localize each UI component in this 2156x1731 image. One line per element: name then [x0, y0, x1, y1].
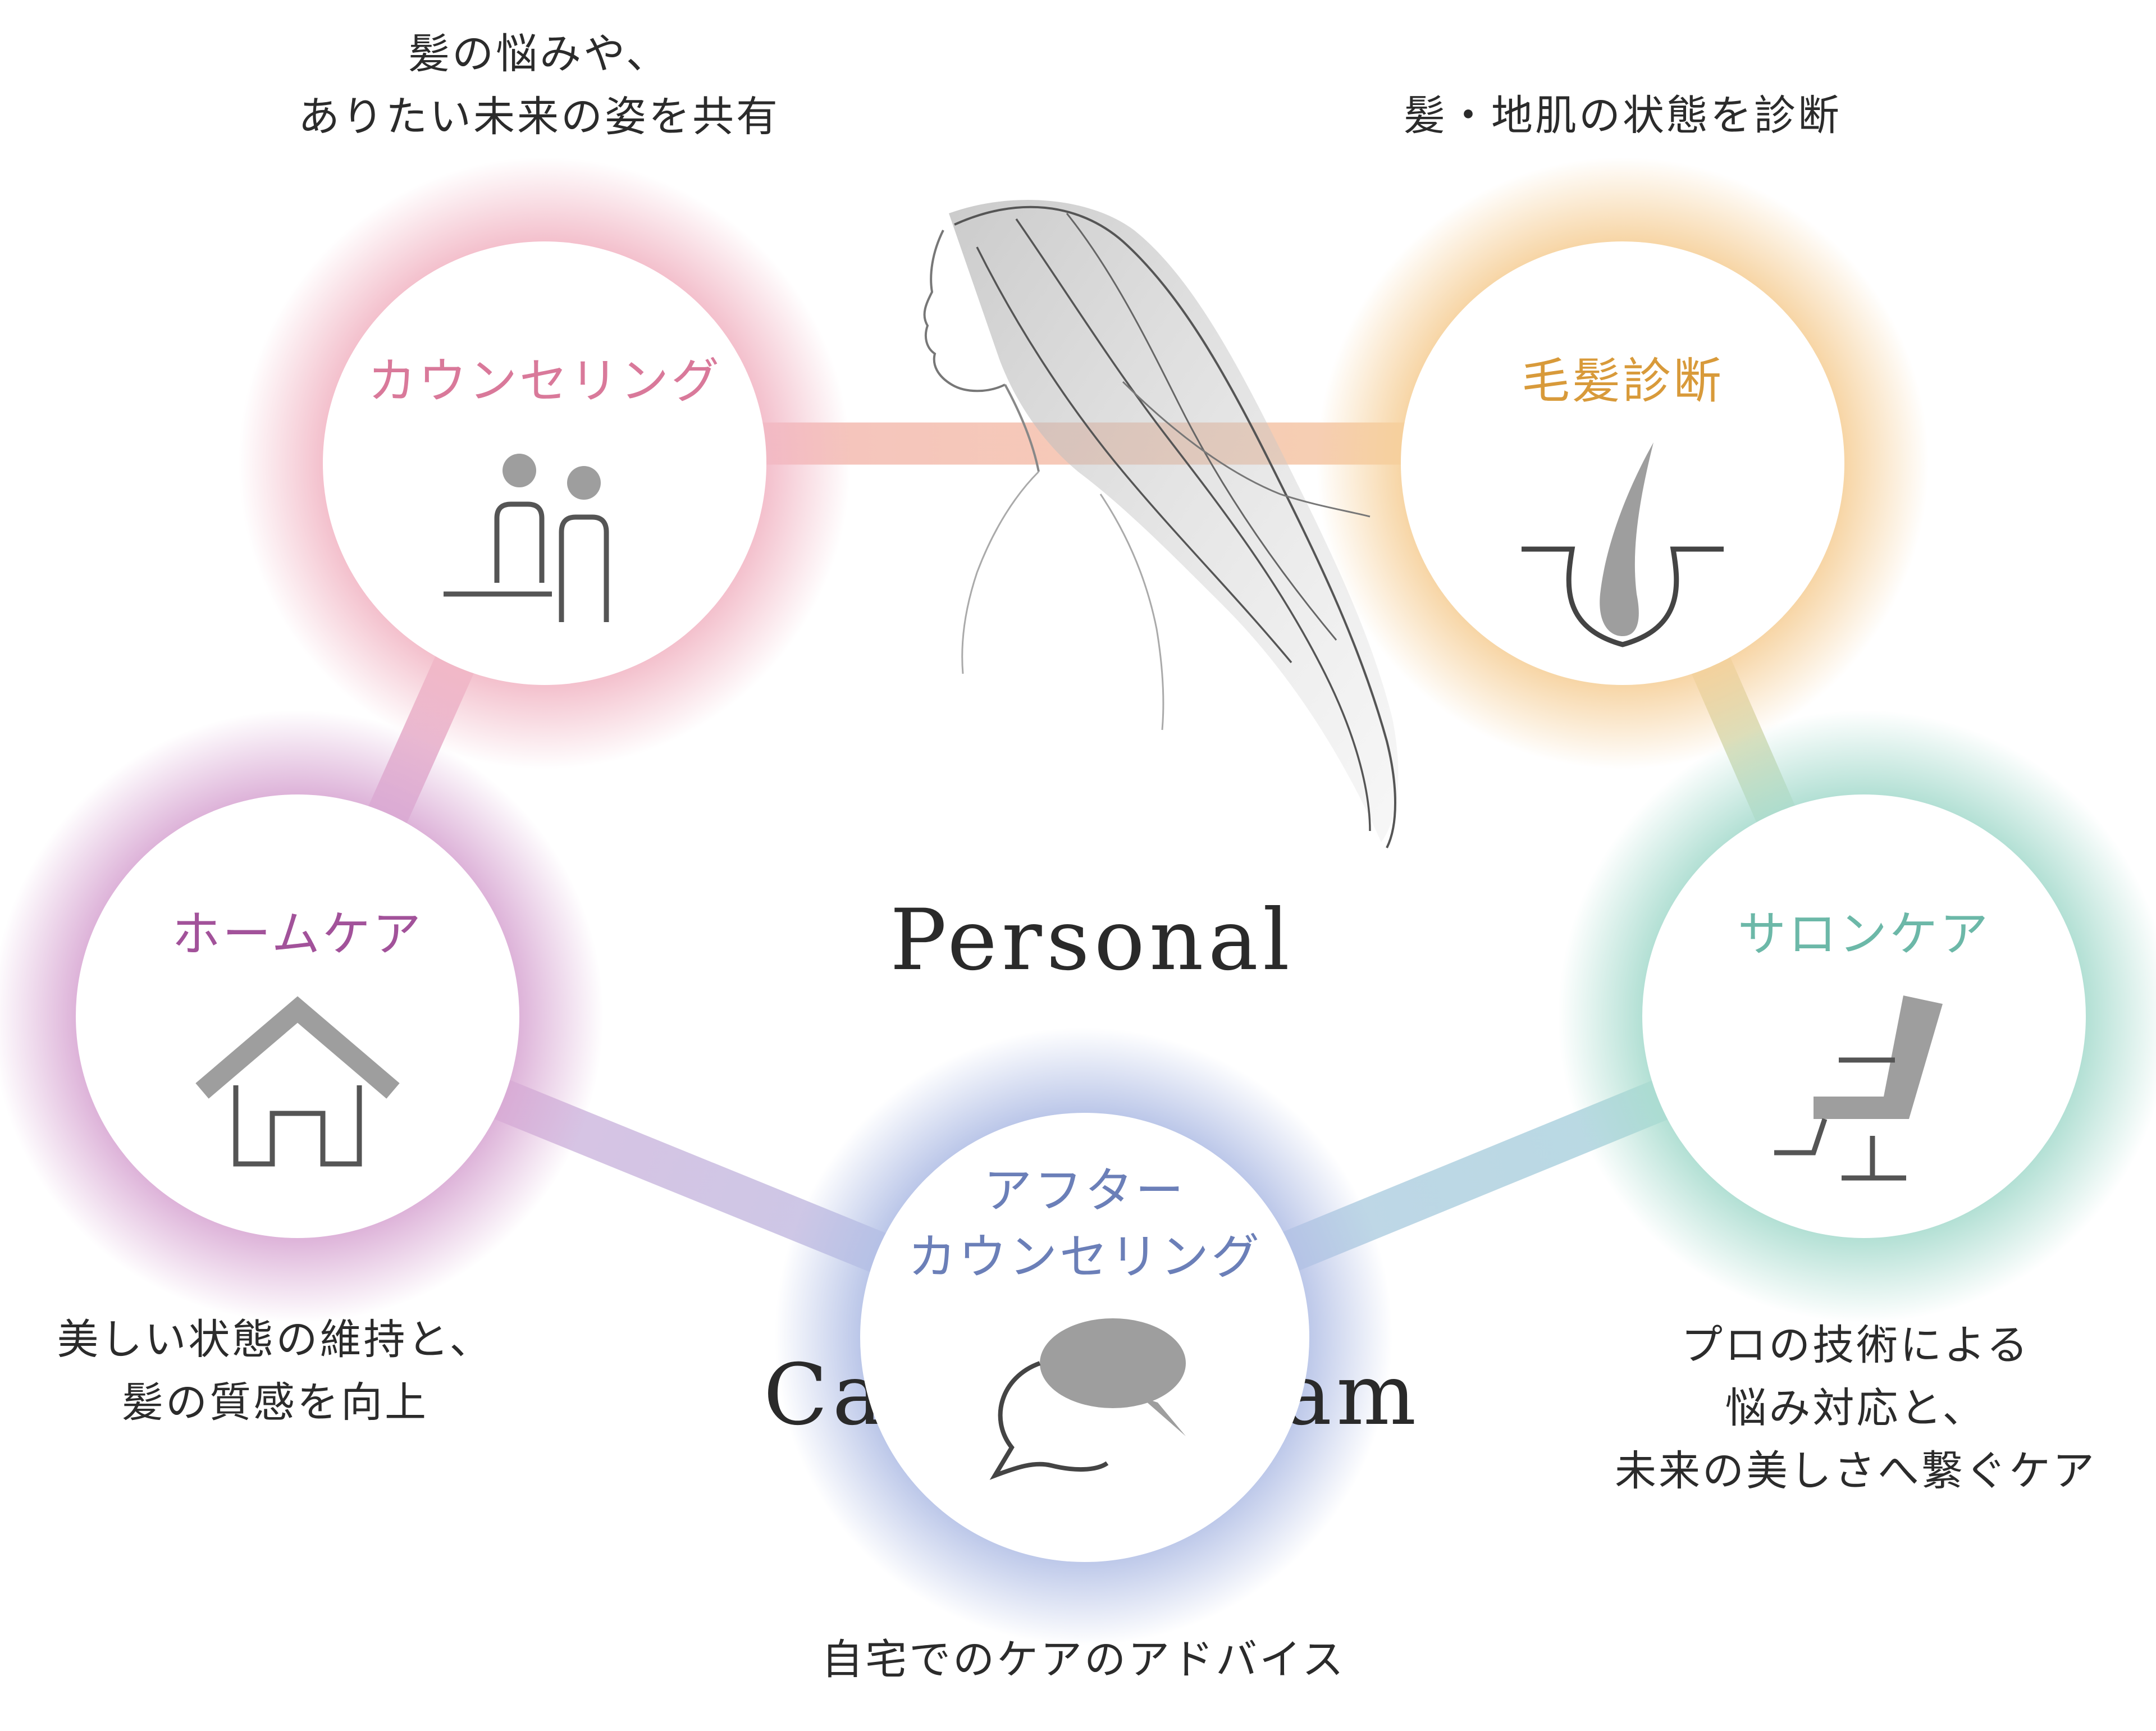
- program-title-line1: Personal: [890, 892, 1294, 989]
- caption-counseling: 髪の悩みや、 ありたい未来の姿を共有: [298, 30, 780, 141]
- node-hair-diagnosis: 毛髪診断: [1401, 241, 1844, 685]
- node-counseling: カウンセリング: [323, 241, 766, 685]
- node-home-care: ホームケア: [76, 794, 519, 1238]
- two-people-counter-icon: [444, 454, 609, 622]
- node-salon-care: サロンケア: [1642, 794, 2086, 1238]
- node-title-counseling: カウンセリング: [368, 353, 721, 409]
- node-title-home-care: ホームケア: [172, 906, 423, 962]
- caption-salon-care: プロの技術による 悩み対応と、 未来の美しさへ繋ぐケア: [1615, 1321, 2096, 1495]
- node-title-salon-care: サロンケア: [1738, 906, 1990, 962]
- chat-bubbles-icon: [989, 1318, 1186, 1480]
- caption-after-counseling: 自宅でのケアのアドバイス: [821, 1636, 1346, 1684]
- salon-chair-icon: [1774, 995, 1943, 1181]
- house-icon: [195, 996, 400, 1167]
- caption-home-care: 美しい状態の維持と、 髪の質感を向上: [57, 1316, 494, 1427]
- woman-profile-illustration: [923, 200, 1399, 848]
- node-after-counseling: アフター カウンセリング: [860, 1113, 1309, 1562]
- node-title-after-counseling: アフター カウンセリング: [908, 1163, 1262, 1285]
- node-title-hair-diagnosis: 毛髪診断: [1522, 353, 1724, 409]
- hair-follicle-icon: [1522, 442, 1724, 647]
- caption-hair-diagnosis: 髪・地肌の状態を診断: [1404, 92, 1842, 140]
